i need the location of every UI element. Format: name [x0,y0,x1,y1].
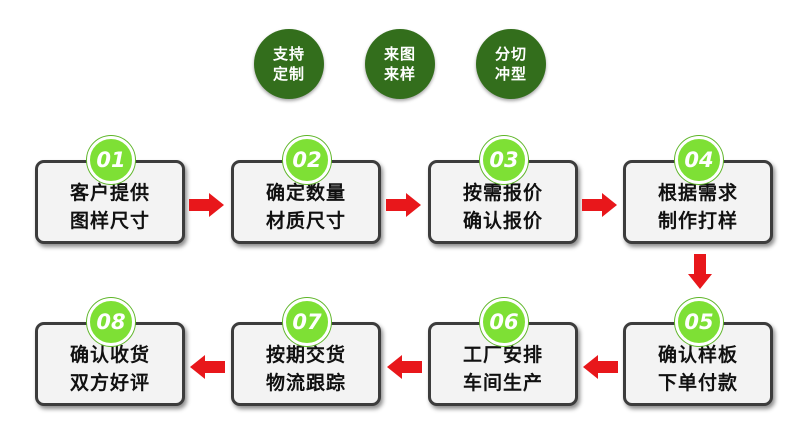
arrow-left-icon [387,355,422,379]
step-line: 确定数量 [265,182,346,204]
step-line: 客户提供 [69,182,150,204]
step-line: 按需报价 [462,182,543,204]
arrow-right-icon [386,193,421,217]
step-number-text: 01 [96,148,126,172]
step-line: 车间生产 [462,372,543,394]
step-05-box: 确认样板 下单付款 [623,322,773,406]
step-number-text: 04 [684,148,714,172]
arrow-down-icon [688,254,712,289]
badge-line: 支持 [272,45,305,63]
step-line: 按期交货 [265,344,346,366]
step-line: 物流跟踪 [265,372,346,394]
step-number-text: 07 [292,310,322,334]
step-number-text: 08 [96,310,126,334]
step-line: 双方好评 [69,372,150,394]
step-line: 制作打样 [657,210,738,232]
step-line: 材质尺寸 [265,210,346,232]
badge-line: 分切 [494,45,527,63]
badge-line: 冲型 [494,65,527,83]
step-number-text: 05 [684,310,714,334]
step-number-01: 01 [87,136,135,184]
step-number-02: 02 [283,136,331,184]
step-number-text: 06 [489,310,519,334]
step-number-04: 04 [675,136,723,184]
arrow-left-icon [190,355,225,379]
step-line: 确认报价 [462,210,543,232]
badge-drawing-sample: 来图 来样 [365,29,435,99]
arrow-left-icon [583,355,618,379]
step-line: 确认收货 [69,344,150,366]
step-number-06: 06 [480,298,528,346]
step-number-05: 05 [675,298,723,346]
step-number-text: 02 [292,148,322,172]
step-number-03: 03 [480,136,528,184]
badge-line: 来图 [383,45,416,63]
badge-custom: 支持 定制 [254,29,324,99]
arrow-right-icon [189,193,224,217]
step-line: 确认样板 [657,344,738,366]
badge-line: 来样 [383,65,416,83]
badge-line: 定制 [272,65,305,83]
step-line: 下单付款 [657,372,738,394]
step-line: 工厂安排 [462,344,543,366]
step-number-07: 07 [283,298,331,346]
step-number-text: 03 [489,148,519,172]
arrow-right-icon [582,193,617,217]
step-line: 根据需求 [657,182,738,204]
step-08-box: 确认收货 双方好评 [35,322,185,406]
step-number-08: 08 [87,298,135,346]
badge-slitting-punching: 分切 冲型 [476,29,546,99]
step-06-box: 工厂安排 车间生产 [428,322,578,406]
step-line: 图样尺寸 [69,210,150,232]
